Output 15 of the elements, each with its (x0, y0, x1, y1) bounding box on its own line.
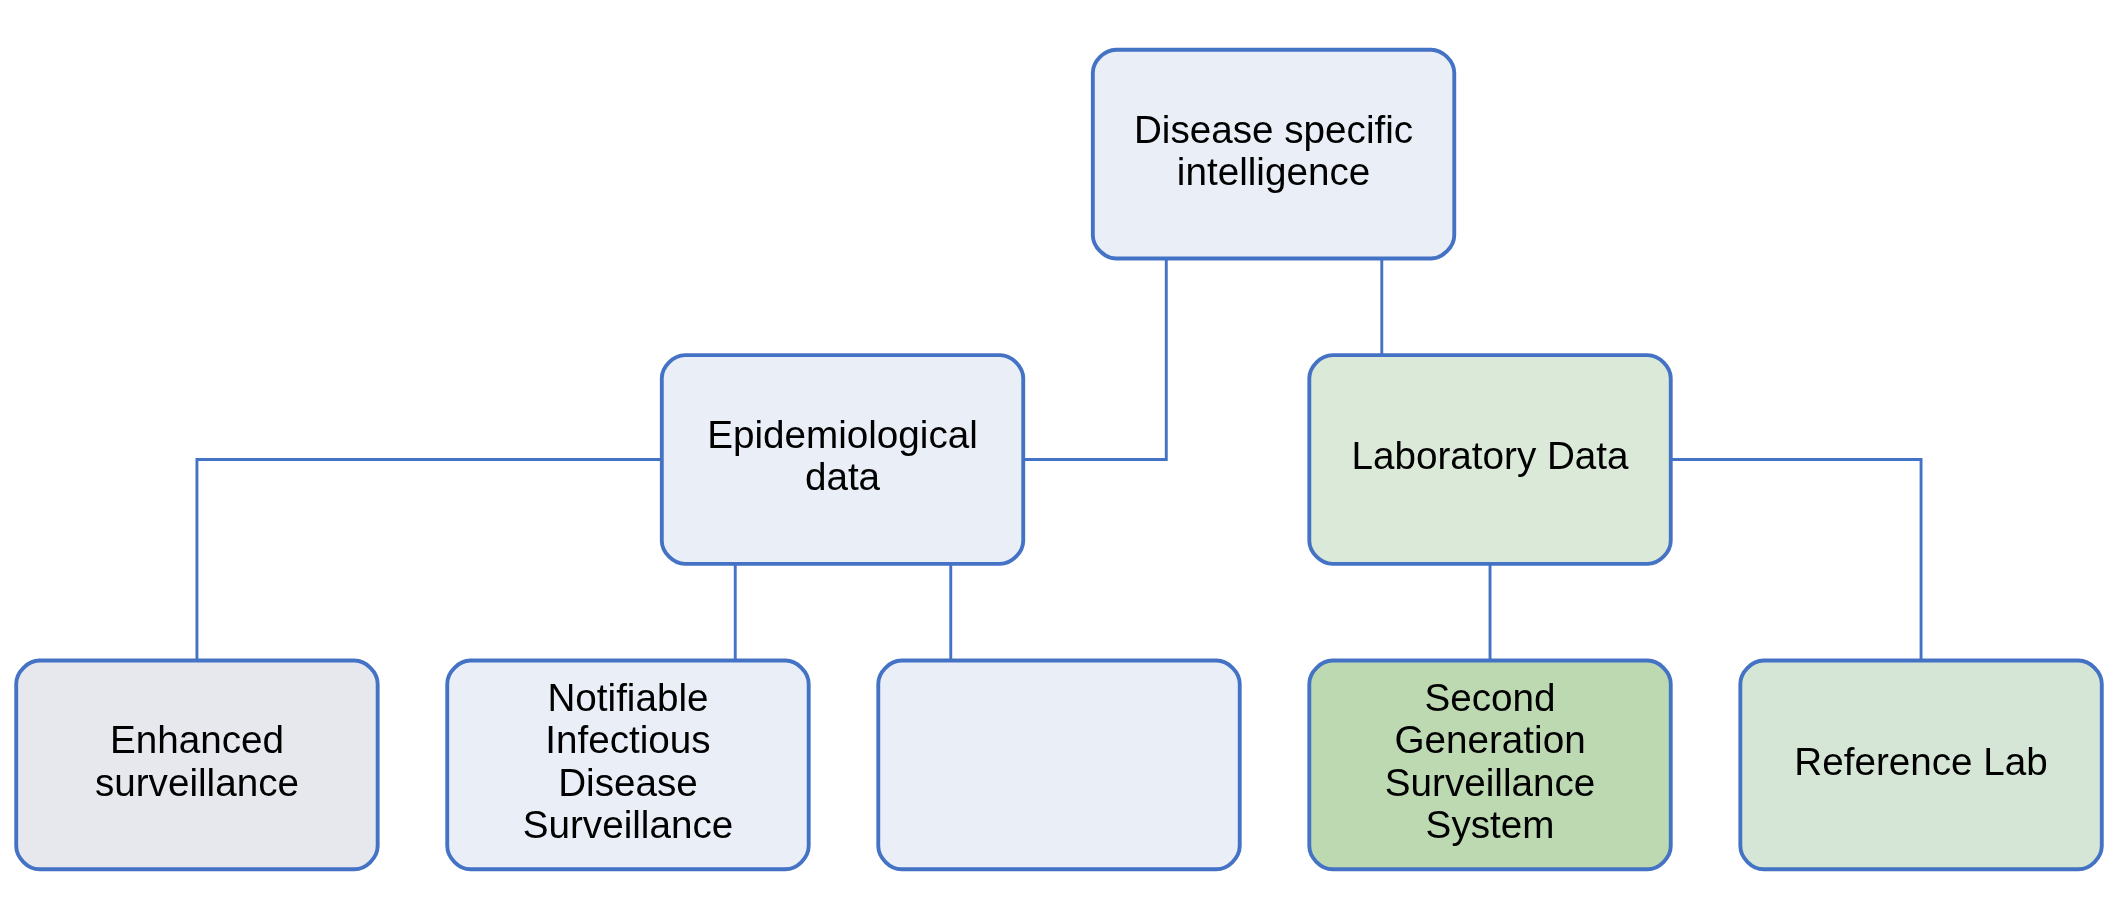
node-box: Epidemiological data (659, 353, 1026, 566)
connector (1380, 259, 1384, 355)
node-box (876, 658, 1242, 872)
connector (733, 564, 737, 661)
connector (1670, 458, 1923, 660)
node-box: Enhanced surveillance (14, 658, 380, 872)
connector (949, 564, 953, 661)
node-box: Laboratory Data (1307, 353, 1673, 566)
node-box: Disease specific intelligence (1090, 47, 1457, 261)
connector (1023, 259, 1168, 461)
node-box: Reference Lab (1738, 658, 2104, 872)
connector (1488, 564, 1492, 661)
node-box: Second Generation Surveillance System (1307, 658, 1673, 872)
connector (195, 458, 661, 660)
node-box: Notifiable Infectious Disease Surveillance (445, 658, 811, 872)
